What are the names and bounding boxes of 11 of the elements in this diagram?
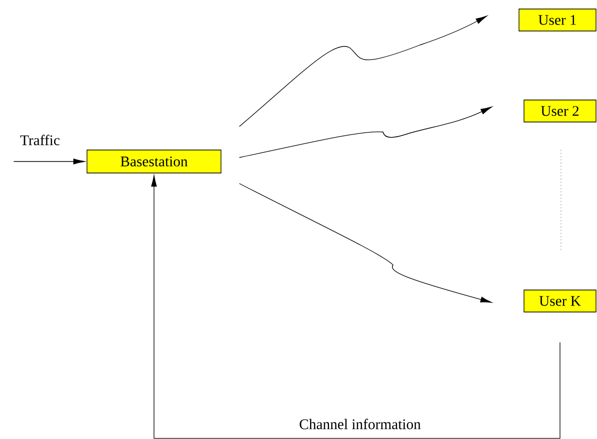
arrow [239,16,488,127]
arrow [239,106,492,158]
arrow [151,175,560,439]
node-box: User K [524,290,596,312]
arrow [13,158,85,164]
node-box: User 2 [524,100,596,122]
node-box: User 1 [518,8,596,32]
node-box: Basestation [86,150,222,174]
edge-label: Traffic [20,134,60,146]
edge-label: Channel information [300,418,421,430]
arrow [239,183,492,303]
